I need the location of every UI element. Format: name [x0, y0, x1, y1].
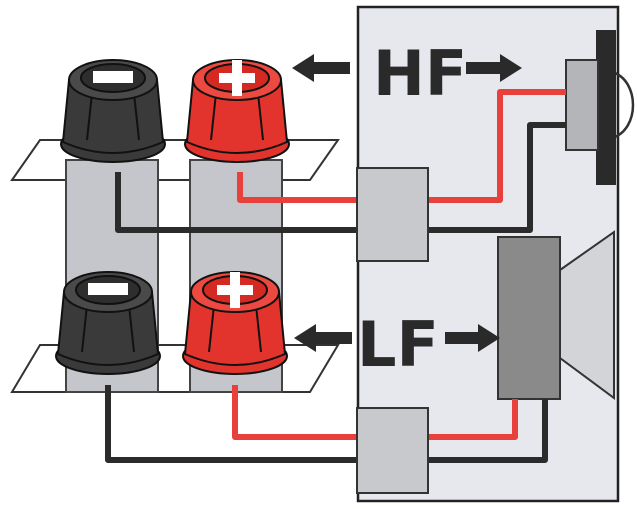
arrow-icon [292, 54, 350, 82]
tweeter-plate [596, 30, 616, 185]
plus-icon [219, 60, 255, 96]
woofer-magnet [497, 236, 561, 400]
lf-positive-terminal [182, 271, 288, 375]
plus-icon [217, 272, 253, 308]
lf-negative-wire-out [428, 399, 548, 463]
arrow-icon [294, 324, 352, 352]
minus-icon [93, 71, 133, 83]
arrow-icon [445, 324, 500, 352]
hf-negative-wire-out [428, 122, 566, 233]
hf-positive-wire [237, 172, 357, 203]
hf-positive-wire-out [428, 89, 566, 203]
hf-negative-terminal [60, 59, 166, 163]
lf-negative-terminal [55, 271, 161, 375]
tweeter-body [565, 59, 599, 151]
arrow-icon [466, 54, 522, 82]
lf-label: LF [357, 308, 439, 381]
minus-icon [88, 283, 128, 295]
lf-negative-wire [105, 385, 357, 463]
hf-negative-wire [115, 172, 357, 233]
tweeter-dome [611, 70, 635, 140]
lf-positive-wire-out [428, 399, 518, 440]
hf-positive-terminal [184, 59, 290, 163]
hf-crossover-box [356, 167, 429, 262]
lf-crossover-box [356, 407, 429, 494]
hf-label: HF [373, 37, 467, 110]
lf-positive-wire [232, 385, 357, 440]
